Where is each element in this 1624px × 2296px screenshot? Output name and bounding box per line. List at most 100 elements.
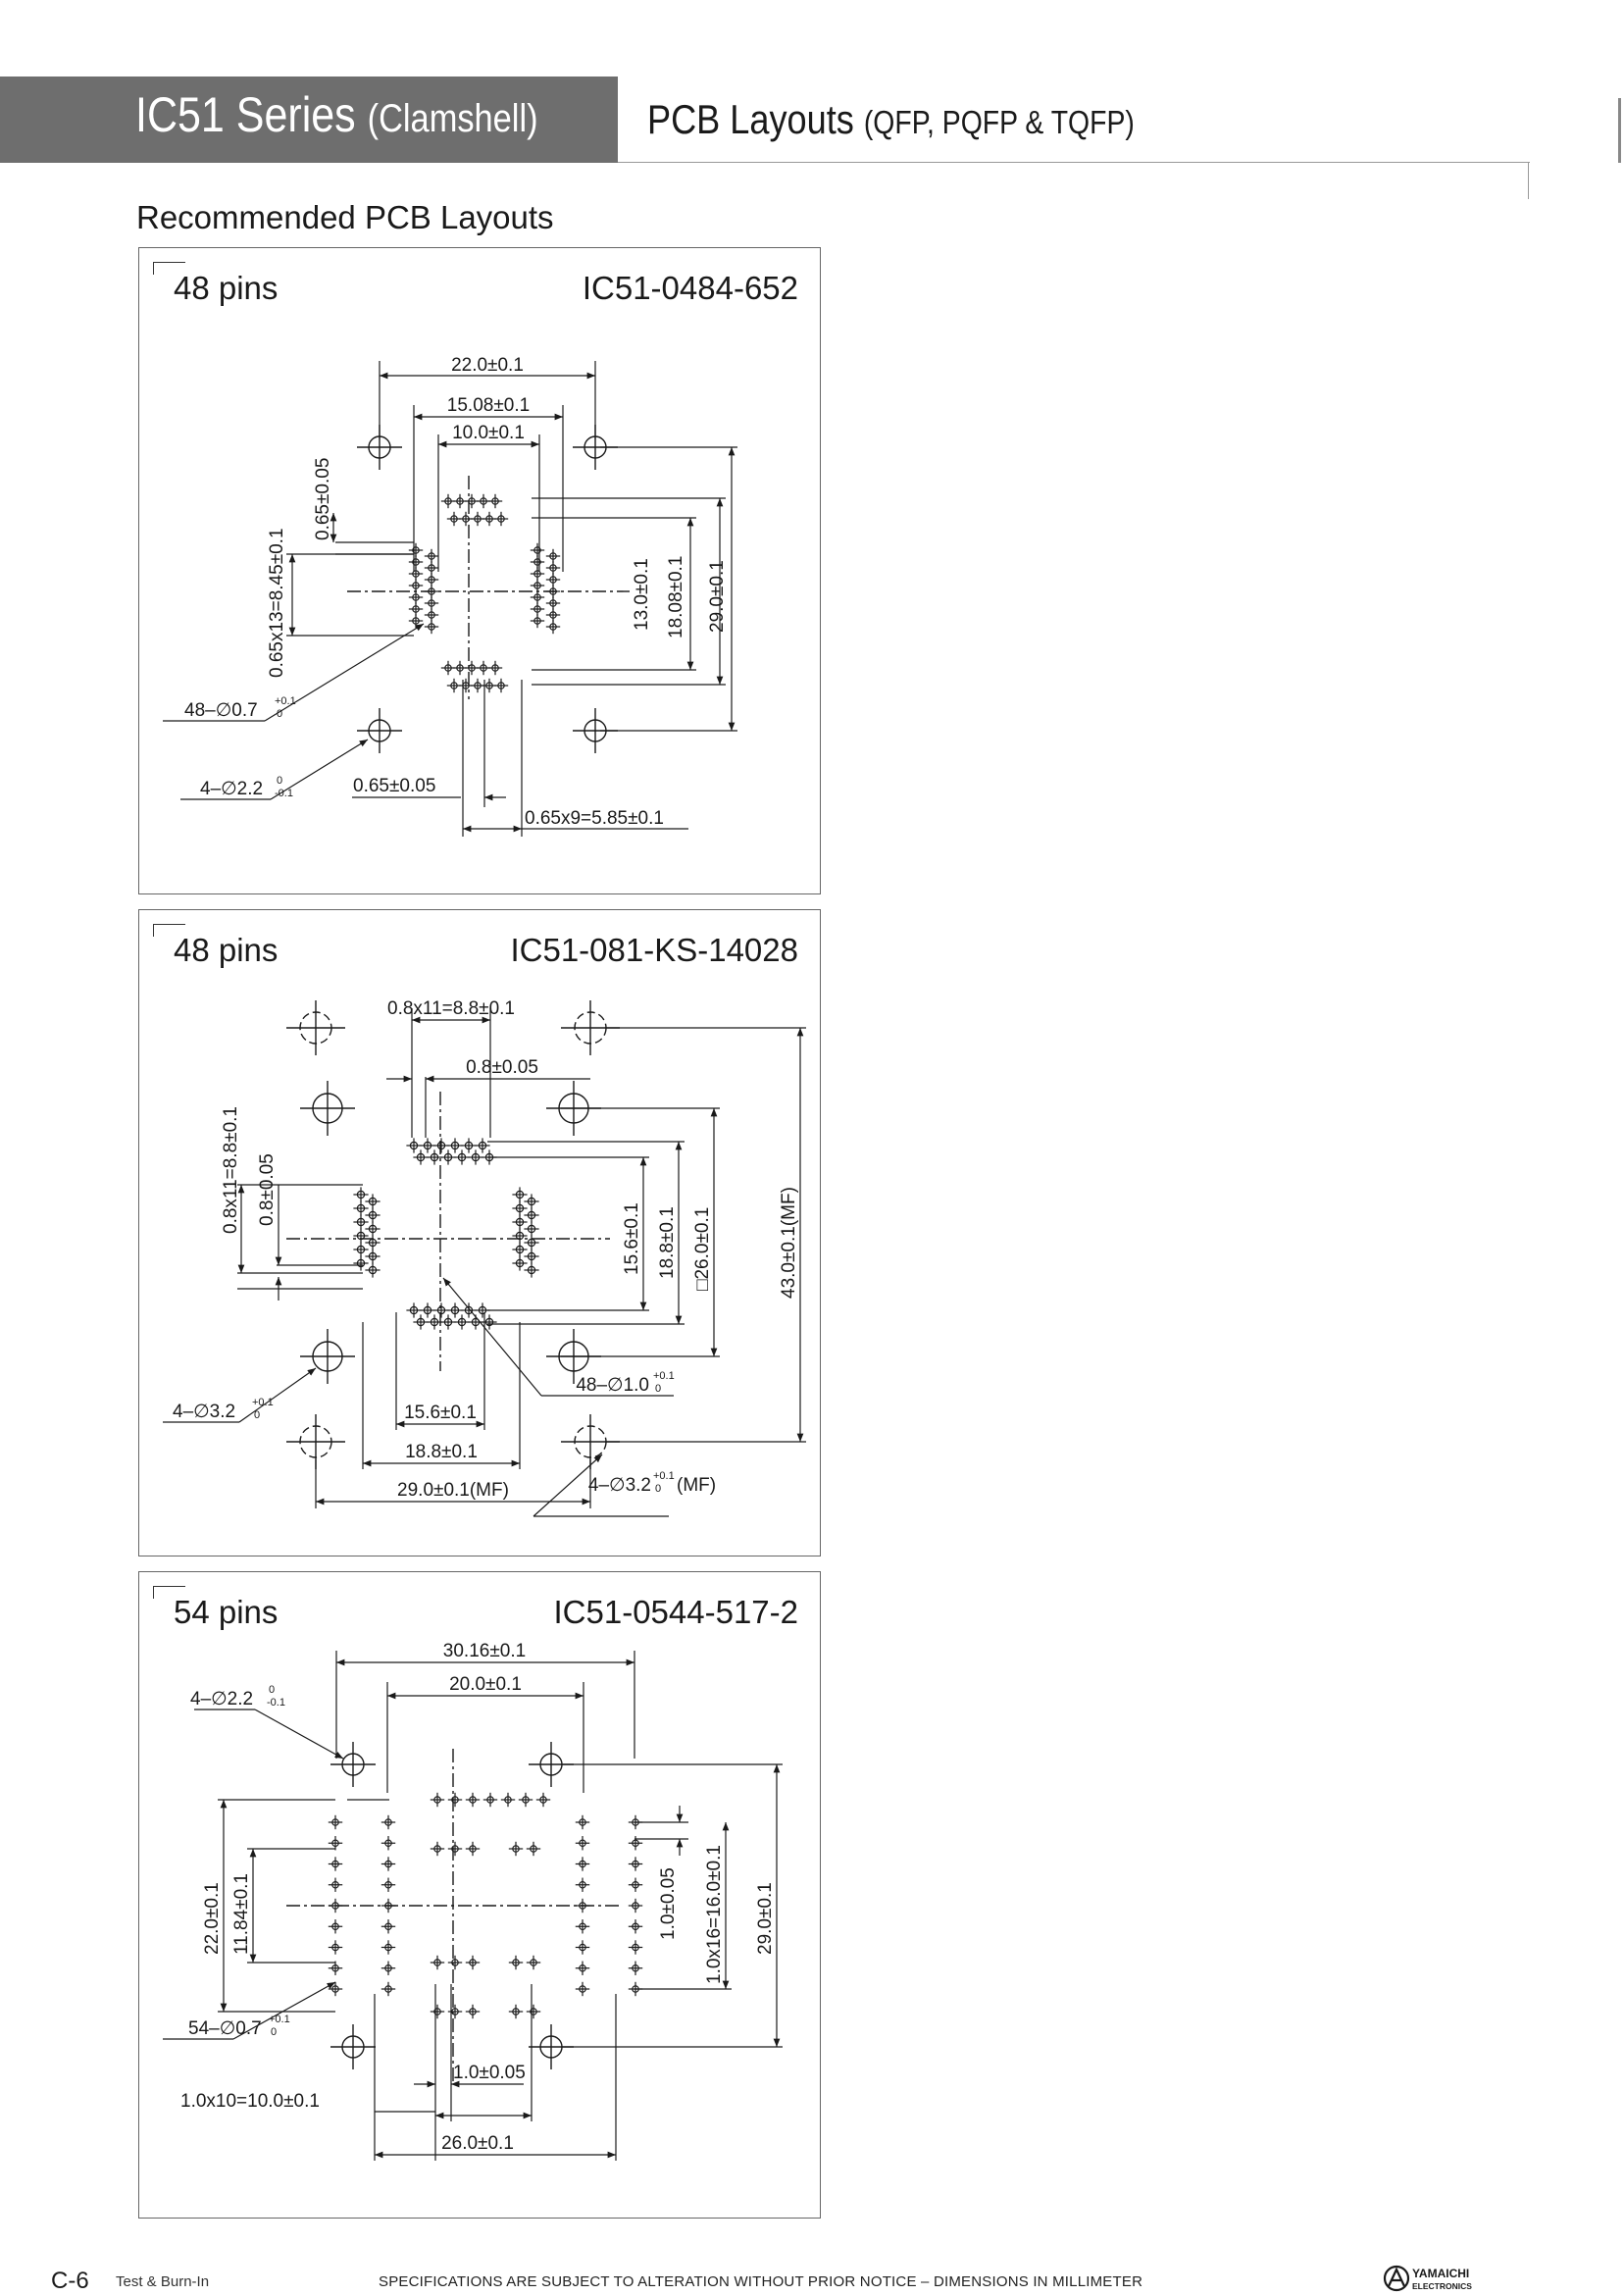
section-title: Recommended PCB Layouts (136, 199, 554, 235)
header-rule-tick (1528, 162, 1529, 199)
dim-tolerance: -0.1 (275, 788, 293, 799)
pad (433, 1302, 449, 1318)
layout-main: PCB Layouts (647, 96, 854, 142)
dim-tolerance: +0.1 (653, 1470, 675, 1482)
pad (575, 1961, 590, 1975)
pad (518, 1792, 533, 1808)
header-rule (618, 162, 1530, 163)
dim-label: 48–∅0.7 (184, 700, 258, 721)
mount-hole-mf (286, 1000, 345, 1055)
dim-label: 0.8±0.05 (257, 1153, 278, 1226)
pad (628, 1940, 643, 1955)
dim-label: 0.8x11=8.8±0.1 (387, 998, 515, 1019)
dim-label: 0.8x11=8.8±0.1 (221, 1106, 241, 1234)
pad (493, 678, 509, 693)
pad (628, 1877, 643, 1892)
pad (465, 2004, 481, 2019)
page-number: C-6 (51, 2268, 89, 2294)
pad (524, 1262, 539, 1278)
dim-tolerance: 0 (277, 708, 282, 720)
pad (381, 1814, 396, 1830)
pad (575, 1919, 590, 1934)
pad (413, 1314, 429, 1330)
page-edge-mark (1618, 98, 1621, 163)
pad (524, 1221, 539, 1237)
pad (508, 1841, 524, 1857)
dim-tolerance: 0 (655, 1483, 661, 1495)
dim-label: 11.84±0.1 (231, 1873, 252, 1955)
pad (381, 1898, 396, 1913)
pad (512, 1228, 528, 1244)
pad (487, 660, 503, 676)
pad (365, 1262, 381, 1278)
pad (381, 1961, 396, 1975)
dim-label: 0.65x13=8.45±0.1 (267, 528, 287, 678)
dim-tolerance: +0.1 (269, 2014, 290, 2025)
pad (381, 1919, 396, 1934)
pad (500, 1792, 516, 1808)
dim-label: 30.16±0.1 (443, 1641, 526, 1661)
logo-text: YAMAICHI (1412, 2267, 1469, 2280)
dim-label: 10.0±0.1 (452, 423, 525, 443)
panel-corner-mark (153, 1586, 185, 1599)
pad (512, 1200, 528, 1216)
pad (524, 1194, 539, 1209)
pad (493, 511, 509, 527)
layout-sub: (QFP, PQFP & TQFP) (863, 104, 1135, 140)
dim-label: 1.0±0.05 (453, 2063, 526, 2083)
dim-label: □26.0±0.1 (692, 1207, 713, 1291)
pad (447, 1841, 463, 1857)
pcb-drawing-2: 0.8x11=8.8±0.1 0.8±0.05 0.8x11=8.8±0.1 0… (163, 998, 806, 1517)
pin-count: 48 pins (174, 932, 279, 968)
pad (353, 1228, 369, 1244)
dim-label: 20.0±0.1 (449, 1674, 522, 1695)
pad (406, 1302, 422, 1318)
pad (628, 1919, 643, 1934)
series-title: IC51 Series (Clamshell) (135, 86, 538, 143)
dim-label: 0.65±0.05 (313, 458, 333, 540)
pad (381, 1857, 396, 1871)
pad (575, 1836, 590, 1851)
dim-tolerance: +0.1 (275, 695, 296, 707)
dim-label: 48–∅1.0 (576, 1375, 649, 1396)
pad (328, 1981, 343, 1997)
pad (465, 1955, 481, 1970)
pad (628, 1961, 643, 1975)
pad (381, 1836, 396, 1851)
pad (465, 1841, 481, 1857)
dim-label: 0.8±0.05 (466, 1057, 538, 1078)
dim-label: 29.0±0.1(MF) (397, 1480, 509, 1501)
dim-label: 18.8±0.1 (657, 1206, 678, 1279)
pad (535, 1792, 551, 1808)
pad (353, 1255, 369, 1271)
dim-tolerance: 0 (277, 775, 282, 787)
pad (427, 1149, 442, 1165)
pad (353, 1187, 369, 1202)
pad (427, 1314, 442, 1330)
panel-corner-mark (153, 924, 185, 937)
layout-title: PCB Layouts (QFP, PQFP & TQFP) (647, 96, 1135, 143)
dim-label: 22.0±0.1 (451, 355, 524, 376)
part-number: IC51-0484-652 (582, 270, 798, 306)
pad (430, 2004, 445, 2019)
pad (526, 1955, 541, 1970)
pad (461, 1302, 477, 1318)
dim-tolerance: +0.1 (653, 1370, 675, 1382)
footer-section: Test & Burn-In (116, 2273, 210, 2290)
dim-label: 1.0x16=16.0±0.1 (704, 1845, 725, 1984)
dim-tolerance: 0 (655, 1383, 661, 1395)
mount-hole (300, 1329, 355, 1384)
header-bar (0, 77, 618, 163)
dim-tolerance: -0.1 (267, 1697, 285, 1709)
pad (353, 1200, 369, 1216)
pad (447, 2004, 463, 2019)
pad (512, 1255, 528, 1271)
pad (365, 1235, 381, 1250)
dim-label: 4–∅3.2 (588, 1475, 651, 1496)
pad (328, 1961, 343, 1975)
dim-label: 4–∅2.2 (190, 1689, 253, 1709)
panel-0484-652: 48 pins IC51-0484-652 (138, 247, 821, 894)
dim-tolerance: +0.1 (252, 1397, 274, 1408)
pad (465, 1792, 481, 1808)
pin-count: 48 pins (174, 270, 279, 306)
